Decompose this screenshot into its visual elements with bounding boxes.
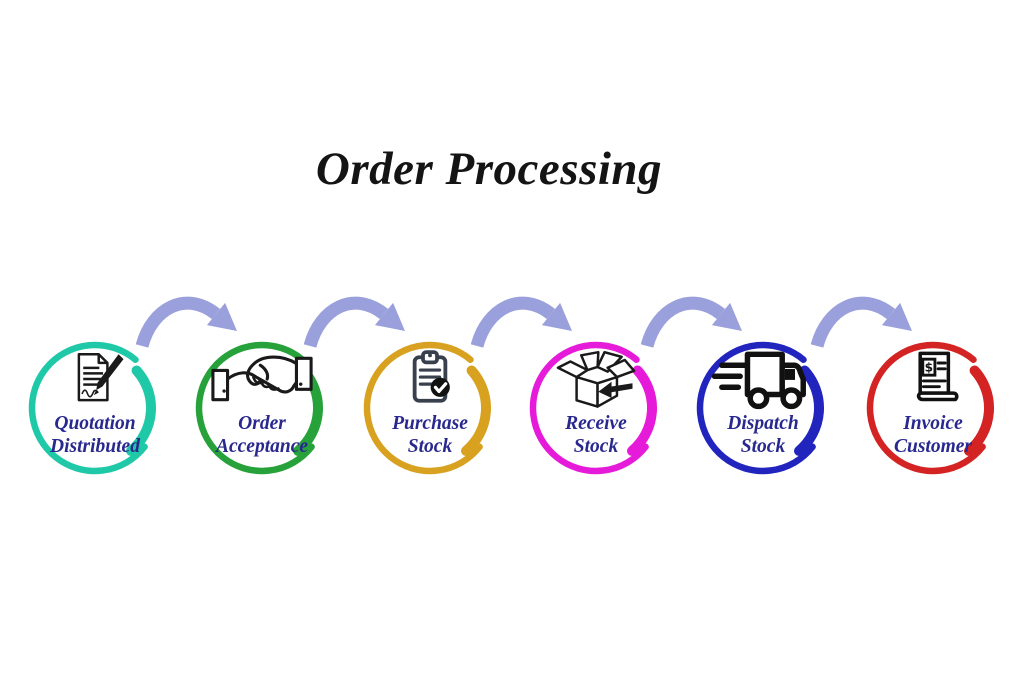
- ring-arc: [866, 341, 986, 475]
- open-box-icon: [526, 348, 666, 410]
- svg-text:$: $: [925, 360, 933, 374]
- ring-arc: [529, 341, 649, 475]
- step-label-line2: Stock: [740, 436, 786, 457]
- step-label-line2: Stock: [573, 436, 619, 457]
- ring-tail-arc: [794, 365, 824, 456]
- flow-arrow-icon: [641, 296, 742, 348]
- handshake-icon: [192, 348, 332, 410]
- step-order-acceptance: Order Acceptance: [192, 338, 332, 478]
- clipboard-check-icon: [360, 348, 500, 410]
- signed-document-icon: [25, 348, 165, 410]
- step-label-line1: Dispatch: [727, 413, 799, 434]
- step-ring: [866, 341, 994, 475]
- step-label-line1: Order: [238, 413, 286, 434]
- step-receive-stock: Receive Stock: [526, 338, 666, 478]
- ring-arc: [28, 341, 148, 475]
- ring-arc: [696, 341, 816, 475]
- step-label: Invoice Customer: [869, 412, 997, 458]
- ring-tail-arc: [627, 365, 657, 456]
- step-label: Order Acceptance: [198, 412, 326, 458]
- flow-arrow-icon: [811, 296, 912, 348]
- step-label-line2: Distributed: [50, 436, 140, 457]
- ring-tail-arc: [964, 365, 994, 456]
- flow-arrow-icon: [471, 296, 572, 348]
- step-ring: [28, 341, 156, 475]
- step-label-line2: Customer: [893, 436, 973, 457]
- step-purchase-stock: Purchase Stock: [360, 338, 500, 478]
- flow-arrow-icon: [304, 296, 405, 348]
- step-ring: [529, 341, 657, 475]
- step-ring: [696, 341, 824, 475]
- ring-tail-arc: [126, 365, 156, 456]
- step-label: Dispatch Stock: [699, 412, 827, 458]
- step-invoice-customer: $ Invoice Customer: [863, 338, 1003, 478]
- diagram-title: Order Processing: [315, 143, 663, 195]
- step-label-line1: Invoice: [903, 413, 963, 434]
- step-label-line1: Purchase: [392, 413, 468, 434]
- step-ring: [363, 341, 491, 475]
- step-label: Purchase Stock: [366, 412, 494, 458]
- delivery-truck-icon: [693, 348, 833, 410]
- step-label-line2: Acceptance: [215, 436, 309, 457]
- ring-arc: [195, 341, 315, 475]
- step-label: Quotation Distributed: [31, 412, 159, 458]
- invoice-icon: $: [863, 348, 1003, 410]
- step-dispatch-stock: Dispatch Stock: [693, 338, 833, 478]
- step-label-line1: Receive: [565, 413, 627, 434]
- ring-arc: [363, 341, 483, 475]
- step-label-line1: Quotation: [54, 413, 136, 434]
- step-label-line2: Stock: [407, 436, 453, 457]
- step-quotation-distributed: Quotation Distributed: [25, 338, 165, 478]
- step-label: Receive Stock: [532, 412, 660, 458]
- ring-tail-arc: [461, 365, 491, 456]
- flow-arrow-icon: [136, 296, 237, 348]
